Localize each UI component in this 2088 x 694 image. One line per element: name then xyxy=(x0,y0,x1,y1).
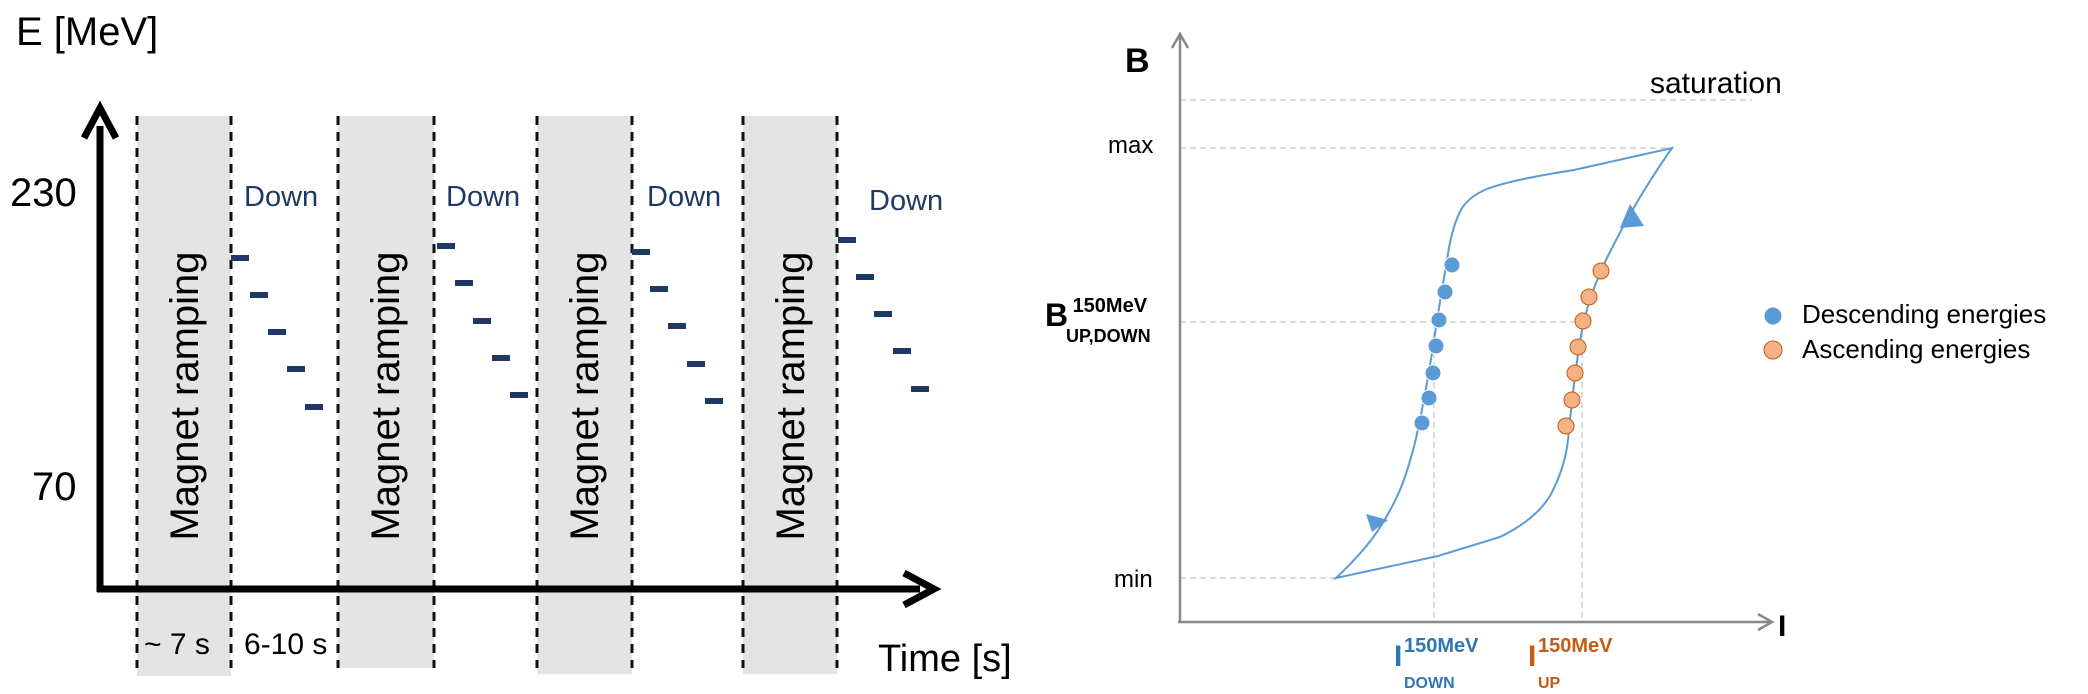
legend-marker-ascending xyxy=(1763,340,1783,360)
legend-label-ascending: Ascending energies xyxy=(1802,334,2030,364)
i-up-main: I xyxy=(1528,640,1536,673)
i-down-sub: DOWN xyxy=(1404,675,1455,692)
energy-time-panel: E [MeV] 230 70 Time [s] Magnet ramping M… xyxy=(10,10,1012,680)
i-down-main: I xyxy=(1394,640,1402,673)
energy-step xyxy=(510,392,528,398)
ascending-point xyxy=(1574,312,1592,330)
b150-sup: 150MeV xyxy=(1073,295,1148,317)
i-up-label: I 150MeV UP xyxy=(1528,635,1617,692)
descending-point xyxy=(1443,256,1461,274)
energy-step xyxy=(874,311,892,317)
b-axis-arrow xyxy=(1170,31,1190,49)
i-axis-arrow xyxy=(1757,612,1775,632)
hysteresis-axes xyxy=(1170,31,1775,632)
descending-point xyxy=(1436,283,1454,301)
ramp-label: Magnet ramping xyxy=(364,251,408,540)
ascending-markers xyxy=(1557,262,1610,435)
energy-step xyxy=(687,361,705,367)
b150-main: B xyxy=(1045,297,1068,333)
energy-step xyxy=(305,404,323,410)
ramp-label: Magnet ramping xyxy=(769,251,813,540)
x-axis-arrow xyxy=(902,569,942,609)
y-axis-arrow xyxy=(80,100,120,140)
energy-step xyxy=(705,398,723,404)
x-axis-label-i: I xyxy=(1778,610,1786,643)
y-tick-70: 70 xyxy=(32,465,77,509)
energy-step xyxy=(911,386,929,392)
panel-letter: B xyxy=(1125,42,1150,80)
energy-step xyxy=(250,292,268,298)
ascending-point xyxy=(1563,391,1581,409)
energy-step xyxy=(268,329,286,335)
ascending-point xyxy=(1580,288,1598,306)
energy-step xyxy=(437,243,455,249)
energy-step xyxy=(856,274,874,280)
descending-point xyxy=(1427,337,1445,355)
energy-step xyxy=(473,318,491,324)
energy-step xyxy=(632,249,650,255)
down-label: Down xyxy=(244,181,318,213)
energy-step xyxy=(231,255,249,261)
saturation-label: saturation xyxy=(1650,67,1782,100)
y-axis-label: E [MeV] xyxy=(16,10,158,54)
loop-arrow-down xyxy=(1366,514,1388,532)
descending-point xyxy=(1420,389,1438,407)
ramp-duration-label: ~ 7 s xyxy=(144,628,210,661)
ramp-band-3 xyxy=(537,116,632,674)
b150-sub: UP,DOWN xyxy=(1066,326,1151,346)
down-label: Down xyxy=(869,185,943,217)
down-label: Down xyxy=(647,181,721,213)
ascending-point xyxy=(1569,338,1587,356)
ascending-point xyxy=(1592,262,1610,280)
energy-steps xyxy=(231,237,929,410)
ascending-point xyxy=(1566,364,1584,382)
descending-point xyxy=(1424,364,1442,382)
descending-markers xyxy=(1413,256,1461,432)
y-tick-max: max xyxy=(1108,132,1153,159)
ascending-point xyxy=(1557,417,1575,435)
energy-step xyxy=(287,366,305,372)
energy-step xyxy=(668,323,686,329)
ramp-boundaries xyxy=(135,116,839,668)
down-label: Down xyxy=(446,181,520,213)
energy-step xyxy=(492,355,510,361)
descending-point xyxy=(1413,414,1431,432)
guide-lines xyxy=(1180,99,1752,620)
i-up-sub: UP xyxy=(1538,675,1561,692)
loop-arrow-up xyxy=(1620,204,1644,228)
i-down-sup: 150MeV xyxy=(1404,635,1479,657)
i-down-label: I 150MeV DOWN xyxy=(1394,635,1483,692)
ramp-label: Magnet ramping xyxy=(563,251,607,540)
hysteresis-panel: B saturation max min B 150MeV UP,DOWN I … xyxy=(1045,31,2046,692)
energy-step xyxy=(838,237,856,243)
ramp-band-4 xyxy=(743,116,837,674)
x-axis-label: Time [s] xyxy=(878,638,1012,680)
ramp-label: Magnet ramping xyxy=(163,251,207,540)
descending-point xyxy=(1430,311,1448,329)
energy-step xyxy=(650,286,668,292)
ramp-band-2 xyxy=(338,116,434,668)
legend-label-descending: Descending energies xyxy=(1802,299,2046,329)
plateau-duration-label: 6-10 s xyxy=(244,628,327,661)
b150-label: B 150MeV UP,DOWN xyxy=(1045,295,1152,346)
energy-step xyxy=(893,348,911,354)
i-up-sup: 150MeV xyxy=(1538,635,1613,657)
hysteresis-loop-curve xyxy=(1332,146,1675,580)
y-tick-min: min xyxy=(1114,566,1153,593)
legend-marker-descending xyxy=(1763,306,1783,326)
y-tick-230: 230 xyxy=(10,171,77,215)
ramp-band-1 xyxy=(137,116,231,676)
energy-step xyxy=(455,280,473,286)
legend: Descending energies Ascending energies xyxy=(1763,299,2046,364)
